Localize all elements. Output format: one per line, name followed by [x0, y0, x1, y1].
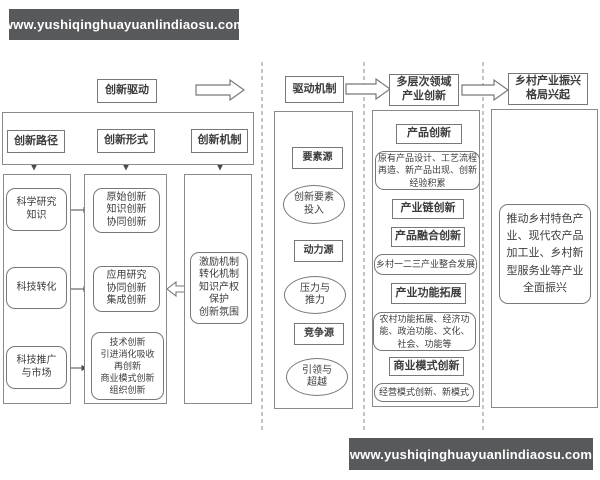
stage-drive-mechanism: 驱动机制: [285, 76, 344, 103]
box-competition-source: 竞争源: [294, 323, 344, 345]
watermark-top: www.yushiqinghuayuanlindiaosu.com: [3, 9, 245, 40]
title-product-fusion-innovation: 产品融合创新: [391, 227, 465, 247]
node-tech-transformation: 科技转化: [6, 267, 67, 309]
desc-business-model-innovation: 经营模式创新、新模式: [374, 383, 474, 402]
node-science-research-knowledge: 科学研究 知识: [6, 188, 67, 231]
node-tech-promotion-market: 科技推广 与市场: [6, 346, 67, 389]
node-applied-research-innovation: 应用研究 协同创新 集成创新: [93, 266, 160, 312]
header-innovation-form: 创新形式: [97, 129, 155, 153]
title-business-model-innovation: 商业模式创新: [389, 357, 464, 376]
stage-innovation-drive: 创新驱动: [97, 79, 157, 103]
header-innovation-path: 创新路径: [7, 130, 65, 153]
desc-rural-function-expansion: 农村功能拓展、经济功 能、政治功能、文化、 社会、功能等: [373, 312, 476, 351]
desc-product-innovation: 原有产品设计、工艺流程 再造、新产品出现、创新 经验积累: [375, 151, 480, 190]
node-tech-innovation-modes: 技术创新 引进消化吸收 再创新 商业模式创新 组织创新: [91, 332, 164, 400]
oval-lead-surpass: 引领与 超越: [286, 358, 348, 396]
box-factor-source: 要素源: [292, 147, 343, 169]
title-industry-chain-innovation: 产业链创新: [392, 199, 464, 219]
desc-rural-industry-integration: 乡村一二三产业整合发展: [374, 254, 477, 275]
block-arrow-stage1-stage2: [195, 78, 246, 102]
title-industry-function-expansion: 产业功能拓展: [391, 283, 466, 304]
title-product-innovation: 产品创新: [396, 124, 462, 144]
block-arrow-stage2-stage3: [345, 77, 392, 101]
oval-innovation-factor-input: 创新要素 投入: [283, 185, 345, 224]
node-rural-revitalization-detail: 推动乡村特色产 业、现代农产品 加工业、乡村新 型服务业等产业 全面振兴: [499, 204, 591, 304]
block-arrow-stage3-stage4: [461, 78, 510, 102]
stage-multi-level-industry-innovation: 多层次领域 产业创新: [389, 74, 459, 106]
stage-rural-industry-rise: 乡村产业振兴 格局兴起: [508, 73, 588, 105]
watermark-bottom: www.yushiqinghuayuanlindiaosu.com: [349, 438, 593, 470]
node-original-innovation: 原始创新 知识创新 协同创新: [93, 188, 160, 233]
oval-pressure-push: 压力与 推力: [284, 276, 346, 314]
node-incentive-mechanism: 激励机制 转化机制 知识产权 保护 创新氛围: [190, 252, 248, 324]
box-power-source: 动力源: [294, 240, 343, 262]
header-innovation-mechanism: 创新机制: [191, 129, 248, 153]
